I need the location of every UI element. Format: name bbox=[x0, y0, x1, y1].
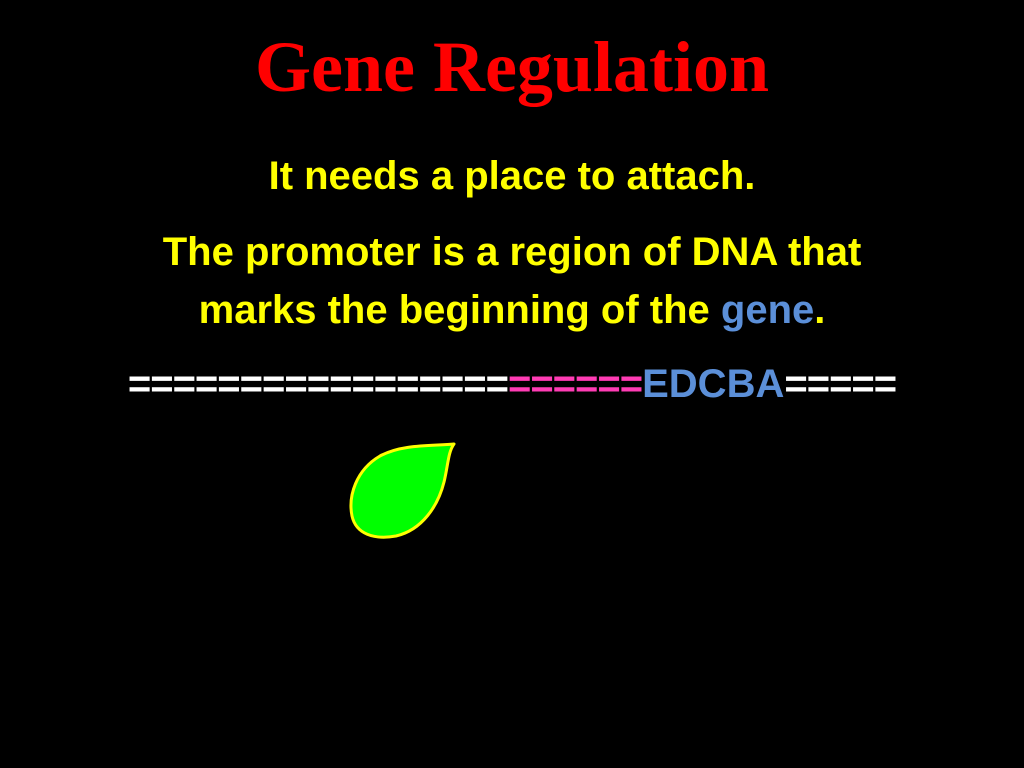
promoter-sentence-period: . bbox=[814, 288, 826, 332]
dna-strand: =======================EDCBA===== bbox=[0, 358, 1024, 410]
promoter-sentence-line-2: marks the beginning of the gene. bbox=[0, 282, 1024, 338]
dna-upstream-segment: ================= bbox=[127, 362, 509, 406]
attach-sentence: It needs a place to attach. bbox=[268, 154, 756, 198]
rna-polymerase-blob-icon bbox=[349, 442, 456, 539]
dna-downstream-segment: ===== bbox=[784, 362, 897, 406]
promoter-sentence-line-1: The promoter is a region of DNA that bbox=[162, 230, 862, 274]
gene-segment: EDCBA bbox=[642, 362, 785, 406]
slide-title: Gene Regulation bbox=[255, 27, 769, 107]
gene-word: gene bbox=[720, 288, 815, 332]
promoter-segment: ====== bbox=[507, 362, 643, 406]
blob-shape bbox=[349, 442, 456, 539]
promoter-sentence-prefix: marks the beginning of the bbox=[198, 288, 721, 332]
